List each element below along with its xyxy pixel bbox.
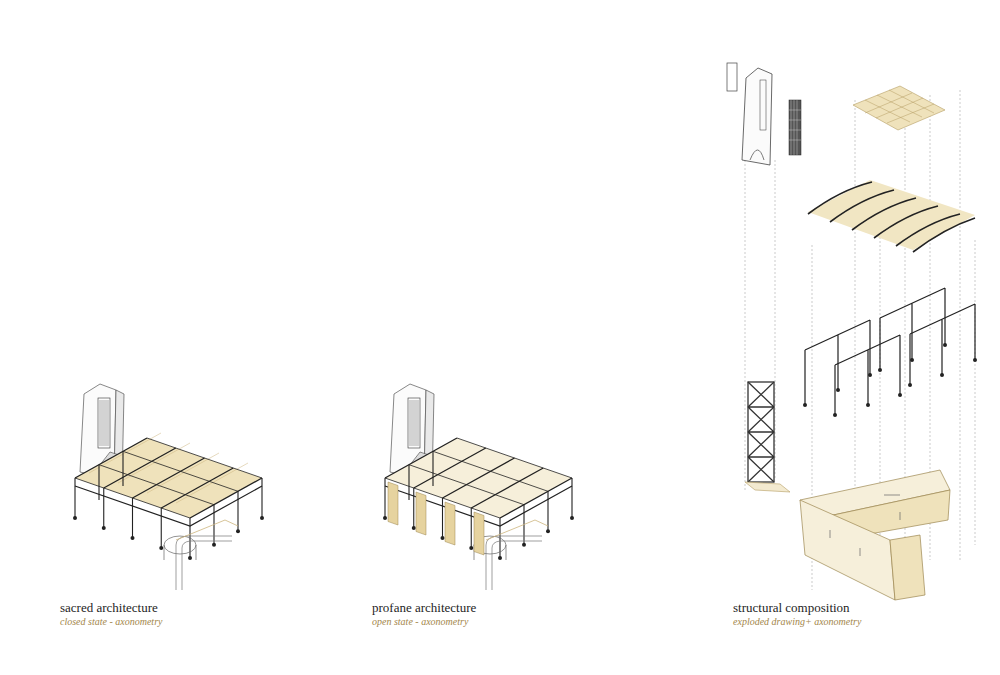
caption-title: sacred architecture bbox=[60, 600, 158, 616]
caption-subtitle: closed state - axonometry bbox=[60, 616, 162, 627]
caption-subtitle: exploded drawing+ axonometry bbox=[733, 616, 861, 627]
caption-subtitle: open state - axonometry bbox=[372, 616, 468, 627]
caption-title: structural composition bbox=[733, 600, 850, 616]
caption-title: profane architecture bbox=[372, 600, 476, 616]
